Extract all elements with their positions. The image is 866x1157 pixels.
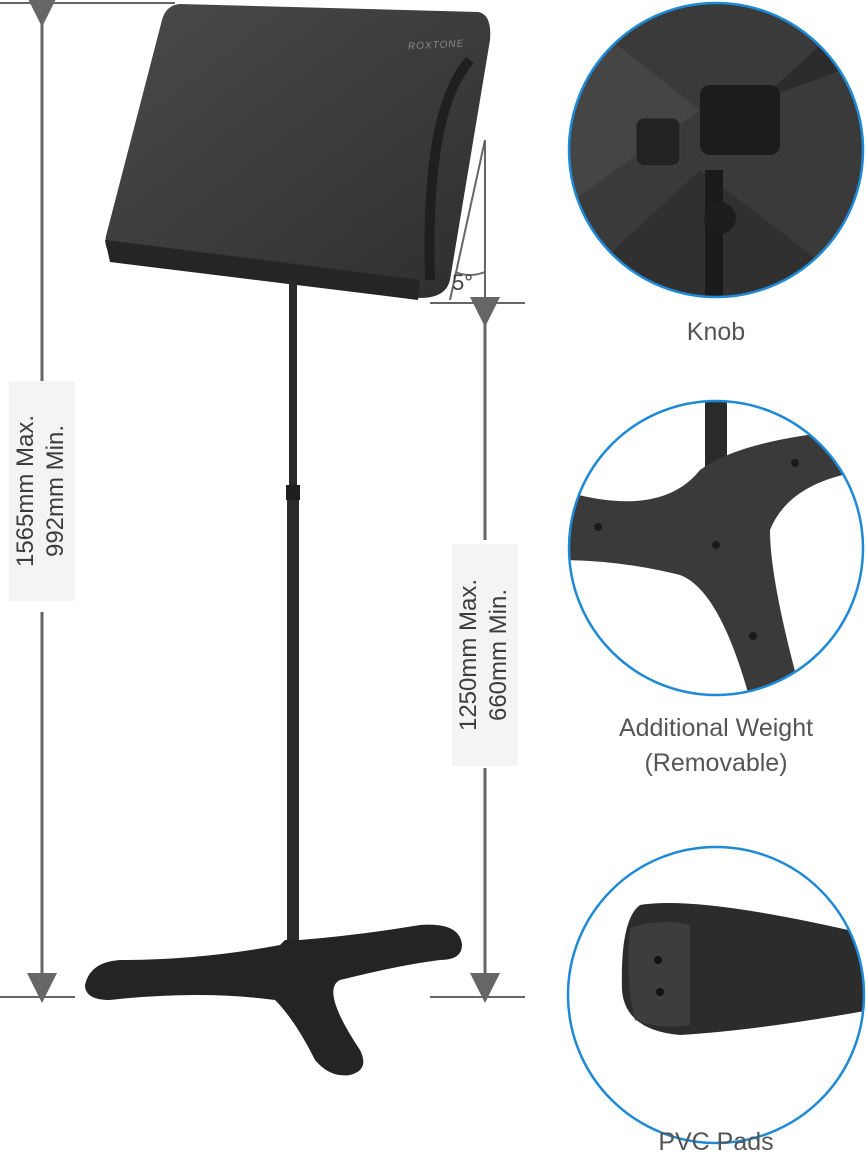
additional-weight-detail-image: [567, 399, 865, 697]
desk-height-min: 660mm Min.: [485, 588, 512, 722]
overall-height-min: 992mm Min.: [42, 424, 69, 558]
overall-height-dimension: [0, 0, 175, 1003]
weight-label: Additional Weight: [618, 714, 814, 742]
weight-sublabel: (Removable): [644, 749, 788, 777]
music-stand-illustration: [85, 4, 491, 1076]
tilt-angle-label: 5°: [452, 270, 474, 295]
desk-height-dimension: [430, 297, 525, 1003]
pvc-pads-detail-image: [566, 845, 866, 1145]
overall-height-label: 1565mm Max. 992mm Min.: [9, 381, 75, 601]
desk-height-max: 1250mm Max.: [455, 578, 482, 732]
knob-detail-image: [567, 1, 865, 299]
desk-height-label: 1250mm Max. 660mm Min.: [452, 544, 518, 766]
pvc-pads-label: PVC Pads: [658, 1128, 774, 1156]
knob-label: Knob: [686, 318, 746, 346]
tilt-angle-indicator: [449, 139, 486, 301]
overall-height-max: 1565mm Max.: [12, 414, 39, 568]
